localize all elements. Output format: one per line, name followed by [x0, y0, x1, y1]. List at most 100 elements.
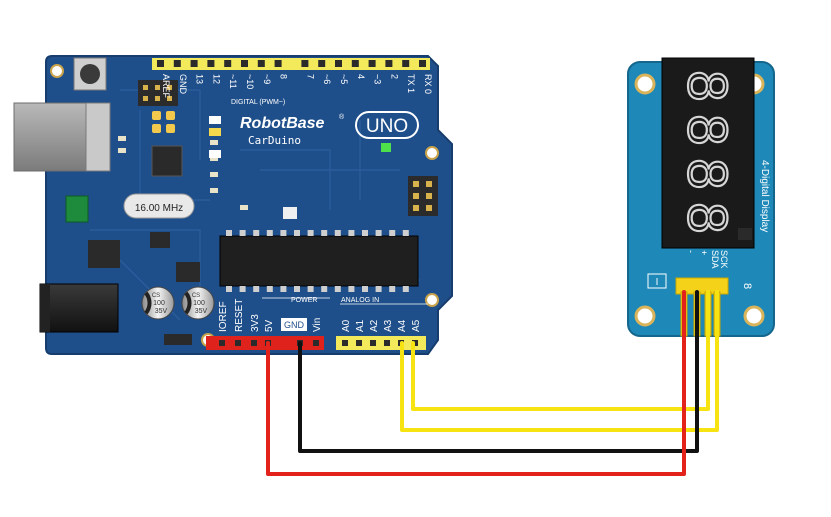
- digital-pin-label: 7: [305, 74, 315, 79]
- digital-pin-label: ~6: [322, 74, 332, 84]
- wires: [266, 290, 719, 476]
- digital-pin-socket: [368, 60, 376, 67]
- power-wire: [266, 290, 686, 476]
- reset-button: [73, 57, 107, 91]
- power-pin-label: 3V3: [250, 314, 261, 332]
- digit-segment: 8: [677, 70, 740, 101]
- module-pin-label: SCK: [719, 250, 729, 269]
- analog-pin-socket: [356, 340, 362, 346]
- digital-pin-socket: [419, 60, 426, 67]
- digital-pin-socket: [257, 60, 265, 67]
- digital-pin-socket: [385, 60, 393, 67]
- digital-pin-socket: [173, 60, 181, 67]
- mount-hole: [50, 64, 64, 78]
- digital-pin-label: 4: [356, 74, 366, 79]
- module-pin-label: +: [699, 250, 709, 255]
- power-pin-socket: [219, 340, 225, 346]
- display-chip: [738, 228, 752, 240]
- digital-pin-label: AREF: [161, 74, 171, 99]
- digital-pin-label: 8: [279, 74, 289, 79]
- power-pin-label: Vin: [312, 318, 323, 332]
- digital-section-label: DIGITAL (PWM~): [231, 99, 285, 106]
- analog-pin-socket: [370, 340, 376, 346]
- digital-pin-label: ~9: [262, 74, 272, 84]
- display-mark-box: [647, 273, 667, 289]
- module-pin-housing: [675, 277, 729, 295]
- digital-pin-label: ~11: [228, 74, 238, 89]
- capacitor-2: CS 100 35V: [181, 286, 215, 320]
- display-mount-hole: [634, 73, 656, 95]
- digital-pin-socket: [157, 60, 164, 67]
- mount-hole: [425, 146, 439, 160]
- digital-pin-label: RX 0: [423, 74, 433, 94]
- digit-segment: 8: [677, 158, 740, 189]
- cap1-text: 100: [153, 300, 165, 307]
- analog-pin-socket: [342, 340, 348, 346]
- display-mark-left: I: [656, 277, 659, 288]
- crystal-label: 16.00 MHz: [135, 203, 183, 214]
- analog-pin-label: A3: [383, 319, 394, 332]
- digital-pin-label: 13: [195, 74, 205, 84]
- arduino-board: 16.00 MHz CS 100 35V CS 100 35V RobotBas…: [13, 55, 453, 355]
- power-pin-socket: [235, 340, 241, 346]
- uno-text: UNO: [366, 116, 408, 137]
- registered-mark: ®: [339, 113, 345, 121]
- green-component: [65, 195, 89, 223]
- cap1-text: CS: [152, 293, 160, 299]
- digital-pin-label: ~10: [245, 74, 255, 89]
- usb-chip: [151, 145, 183, 177]
- digital-pin-socket: [402, 60, 410, 67]
- regulator-chip: [88, 240, 120, 268]
- power-pin-socket: [251, 340, 257, 346]
- gnd-wire: [298, 290, 699, 453]
- analog-pin-label: A0: [341, 319, 352, 332]
- mount-hole: [425, 293, 439, 307]
- digital-header: [152, 58, 430, 70]
- digital-pin-socket: [318, 60, 326, 67]
- cap2-text: CS: [192, 293, 200, 299]
- status-leds: [209, 116, 391, 158]
- digital-pin-socket: [274, 60, 282, 67]
- usb-connector: [13, 102, 111, 172]
- analog-pin-socket: [384, 340, 390, 346]
- digital-pin-label: 12: [211, 74, 221, 84]
- brand-logo: RobotBase: [240, 115, 325, 132]
- analog-pin-label: A5: [411, 319, 422, 332]
- digital-pin-socket: [207, 60, 215, 67]
- digital-pin-socket: [224, 60, 232, 67]
- digital-pin-socket: [335, 60, 342, 67]
- display-mount-hole: [743, 305, 765, 327]
- display-face: [661, 57, 755, 249]
- cap2-text: 35V: [195, 308, 208, 315]
- crystal-oscillator: 16.00 MHz: [123, 193, 195, 219]
- atmega-chip: [219, 230, 419, 292]
- power-pin-label: IOREF: [218, 301, 229, 332]
- display-mark-right: 8: [741, 283, 753, 289]
- uno-logo: UNO: [355, 111, 419, 139]
- analog-pin-label: A2: [369, 319, 380, 332]
- power-pin-label: RESET: [234, 299, 245, 332]
- digital-pin-socket: [351, 60, 359, 67]
- analog-section-label: ANALOG IN: [341, 297, 379, 304]
- power-pin-label: 5V: [264, 319, 275, 332]
- small-chip: [176, 262, 200, 282]
- gnd-label-box: [281, 318, 307, 331]
- digital-pin-socket: [301, 60, 309, 67]
- scl-wire: [411, 290, 710, 411]
- capacitor-1: CS 100 35V: [141, 286, 175, 320]
- analog-pin-label: A4: [397, 319, 408, 332]
- module-pin-label: SDA: [710, 250, 720, 269]
- cap1-text: 35V: [155, 308, 168, 315]
- diode: [164, 334, 192, 345]
- analog-pin-label: A1: [355, 319, 366, 332]
- digital-pin-socket: [190, 60, 198, 67]
- power-section-label: POWER: [291, 297, 317, 304]
- icsp-header-right: [408, 176, 438, 216]
- digit-segment: 8: [677, 202, 740, 233]
- icsp-header-top: [138, 80, 178, 106]
